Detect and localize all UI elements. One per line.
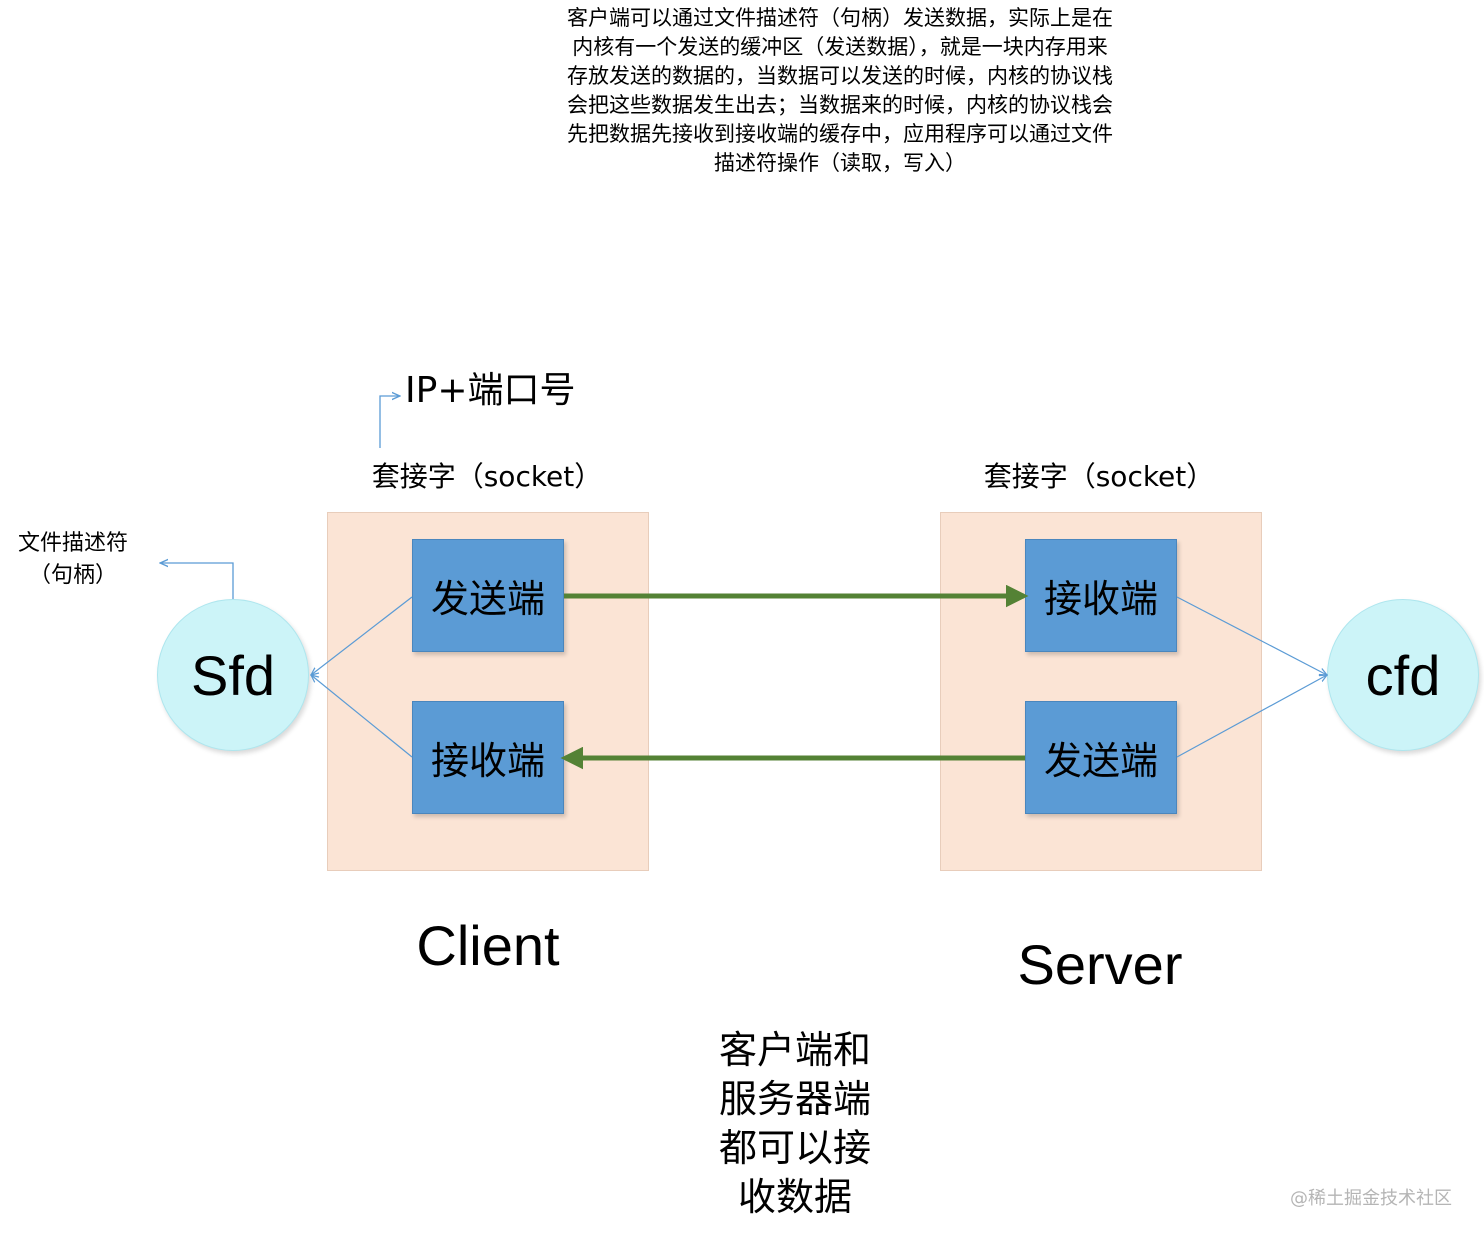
file-descriptor-label-line2: （句柄） bbox=[28, 563, 117, 588]
sfd-circle-label: Sfd bbox=[190, 643, 276, 707]
file-descriptor-pointer bbox=[160, 563, 234, 599]
server-send-box: 发送端 bbox=[1025, 701, 1177, 814]
bottom-note: 客户端和 服务器端 都可以接 收数据 bbox=[700, 1026, 890, 1222]
top-note-line: 先把数据先接收到接收端的缓存中，应用程序可以通过文件 bbox=[567, 122, 1113, 146]
bottom-note-line: 客户端和 bbox=[718, 1028, 871, 1072]
server-recv-box-label: 接收端 bbox=[1043, 577, 1158, 621]
bottom-note-line: 都可以接 bbox=[718, 1126, 871, 1170]
ip-port-pointer bbox=[379, 396, 400, 448]
client-send-to-sfd-line bbox=[311, 596, 413, 675]
client-recv-box: 接收端 bbox=[412, 701, 564, 814]
cfd-circle: cfd bbox=[1327, 599, 1479, 751]
top-note-line: 会把这些数据发生出去；当数据来的时候，内核的协议栈会 bbox=[567, 93, 1113, 117]
top-note-line: 描述符操作（读取，写入） bbox=[714, 151, 966, 175]
file-descriptor-label-line1: 文件描述符 bbox=[17, 531, 128, 556]
server-recv-to-cfd-line bbox=[1176, 596, 1327, 675]
watermark: @稀土掘金技术社区 bbox=[1290, 1188, 1452, 1209]
cfd-circle-label: cfd bbox=[1365, 643, 1441, 707]
server-role-label: Server bbox=[1017, 933, 1183, 996]
top-note-line: 客户端可以通过文件描述符（句柄）发送数据，实际上是在 bbox=[567, 6, 1113, 30]
client-send-box: 发送端 bbox=[412, 539, 564, 652]
top-note-line: 存放发送的数据的，当数据可以发送的时候，内核的协议栈 bbox=[567, 64, 1113, 88]
top-note: 客户端可以通过文件描述符（句柄）发送数据，实际上是在 内核有一个发送的缓冲区（发… bbox=[525, 4, 1155, 178]
server-send-to-cfd-line bbox=[1176, 675, 1327, 758]
bottom-note-line: 服务器端 bbox=[718, 1077, 871, 1121]
client-recv-box-label: 接收端 bbox=[430, 739, 545, 783]
server-socket-label: 套接字（socket） bbox=[983, 460, 1215, 493]
client-recv-to-sfd-line bbox=[311, 675, 413, 758]
ip-port-label: IP+端口号 bbox=[405, 370, 576, 411]
top-note-line: 内核有一个发送的缓冲区（发送数据），就是一块内存用来 bbox=[572, 35, 1108, 59]
file-descriptor-label: 文件描述符 （句柄） bbox=[8, 528, 138, 592]
sfd-circle: Sfd bbox=[157, 599, 309, 751]
bottom-note-line: 收数据 bbox=[737, 1175, 852, 1219]
client-role-label: Client bbox=[416, 914, 560, 977]
server-send-box-label: 发送端 bbox=[1043, 739, 1158, 783]
client-socket-label: 套接字（socket） bbox=[371, 460, 603, 493]
server-recv-box: 接收端 bbox=[1025, 539, 1177, 652]
client-send-box-label: 发送端 bbox=[430, 577, 545, 621]
